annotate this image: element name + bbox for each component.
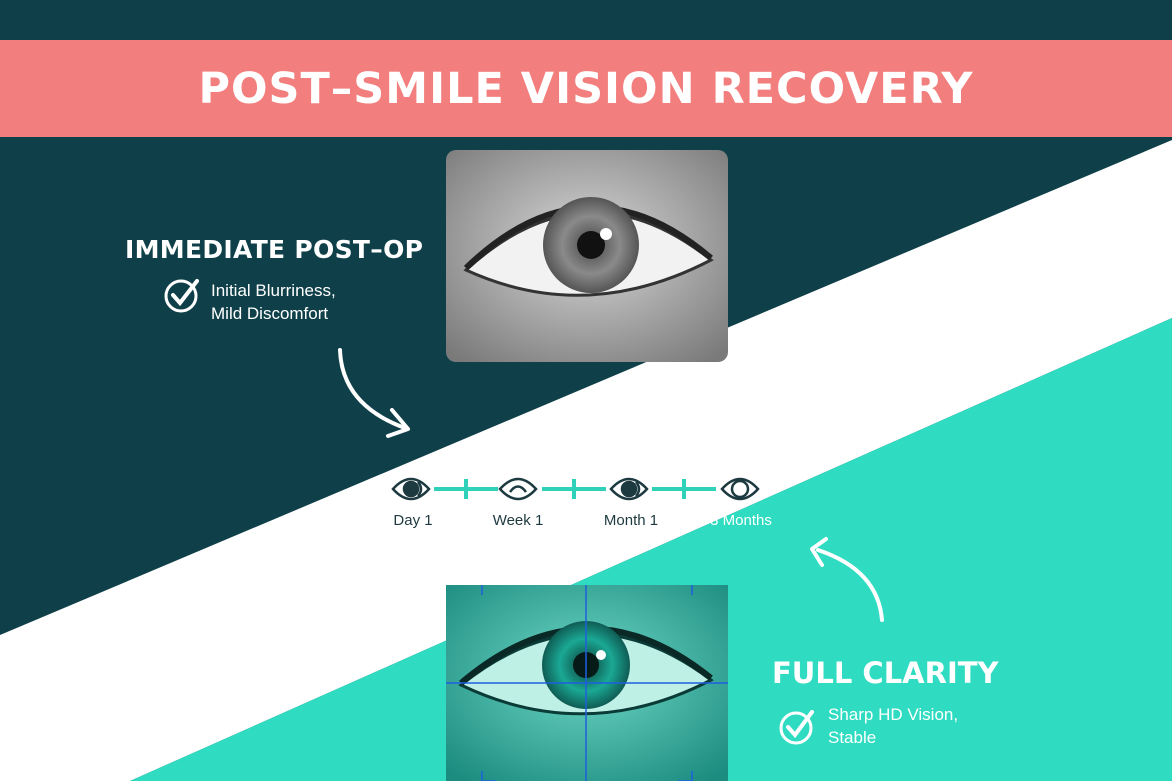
eye-open-icon [609,477,649,501]
timeline-label: 3 Months [710,512,772,529]
stage-before-title: IMMEDIATE POST–OP [125,235,424,264]
eye-closed-icon [498,477,538,501]
white-diagonal-band [0,140,1172,781]
stage-after-notes: Sharp HD Vision, Stable [828,703,958,749]
eye-clear-icon [720,477,760,501]
note-line: Initial Blurriness, [211,281,336,300]
timeline-label: Week 1 [492,512,544,529]
header-banner: POST–SMILE VISION RECOVERY [0,40,1172,137]
teal-section [130,318,1172,781]
stage-after-title: FULL CLARITY [772,656,999,690]
timeline-label: Day 1 [393,512,433,529]
timeline-connectors [434,479,716,499]
note-line: Sharp HD Vision, [828,705,959,724]
stage-before-notes: Initial Blurriness, Mild Discomfort [211,279,336,325]
note-line: Stable [828,728,877,747]
arrow-down-icon [338,348,410,438]
arrow-up-icon [810,537,884,622]
page-title: POST–SMILE VISION RECOVERY [198,63,974,114]
eye-photo-after [446,585,728,781]
check-circle-icon [779,710,814,745]
check-circle-icon [164,279,199,313]
note-line: Mild Discomfort [211,304,329,323]
eye-photo-before [446,150,728,362]
timeline-label: Month 1 [603,512,659,529]
eye-open-icon [391,477,431,501]
